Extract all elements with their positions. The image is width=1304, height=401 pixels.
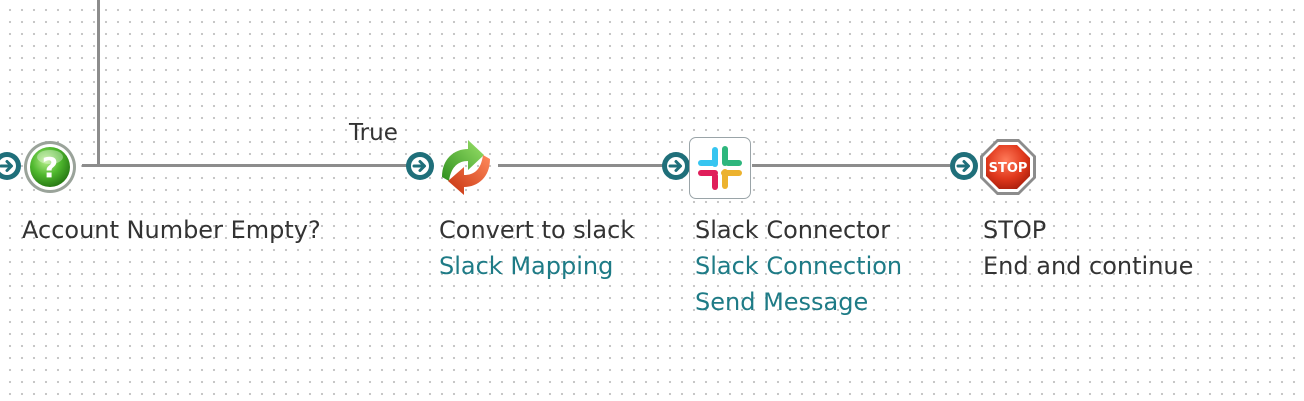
arrow-right-circle-icon [950, 152, 978, 180]
link-send-message[interactable]: Send Message [695, 288, 869, 316]
connector-label-true: True [349, 120, 398, 146]
node-title-stop[interactable]: STOP [983, 216, 1047, 244]
arrow-right-circle-icon [662, 152, 690, 180]
connector-wire-vertical[interactable] [97, 0, 100, 167]
svg-text:?: ? [42, 151, 58, 184]
connector-wire-slack-to-stop[interactable] [752, 164, 950, 167]
node-title-slack-connector[interactable]: Slack Connector [695, 216, 891, 244]
stop-sign-text: STOP [989, 161, 1028, 176]
node-title-convert-to-slack[interactable]: Convert to slack [439, 216, 635, 244]
input-port-slack[interactable] [661, 151, 691, 181]
slack-logo-icon[interactable] [689, 137, 751, 199]
stop-sign-icon[interactable]: STOP [978, 137, 1038, 197]
link-slack-connection[interactable]: Slack Connection [695, 252, 903, 280]
link-slack-mapping[interactable]: Slack Mapping [439, 252, 614, 280]
input-port-decision[interactable] [0, 151, 22, 181]
question-icon[interactable]: ? [22, 139, 78, 195]
connector-wire-convert-to-slack[interactable] [498, 164, 664, 167]
convert-arrows-icon[interactable] [436, 137, 496, 197]
input-port-convert[interactable] [405, 151, 435, 181]
arrow-right-circle-icon [406, 152, 434, 180]
node-subtitle-end-and-continue: End and continue [983, 252, 1194, 280]
input-port-stop[interactable] [949, 151, 979, 181]
node-title-account-number-empty[interactable]: Account Number Empty? [22, 216, 321, 244]
connector-wire-true[interactable] [82, 164, 408, 167]
arrow-right-circle-icon [0, 152, 21, 180]
